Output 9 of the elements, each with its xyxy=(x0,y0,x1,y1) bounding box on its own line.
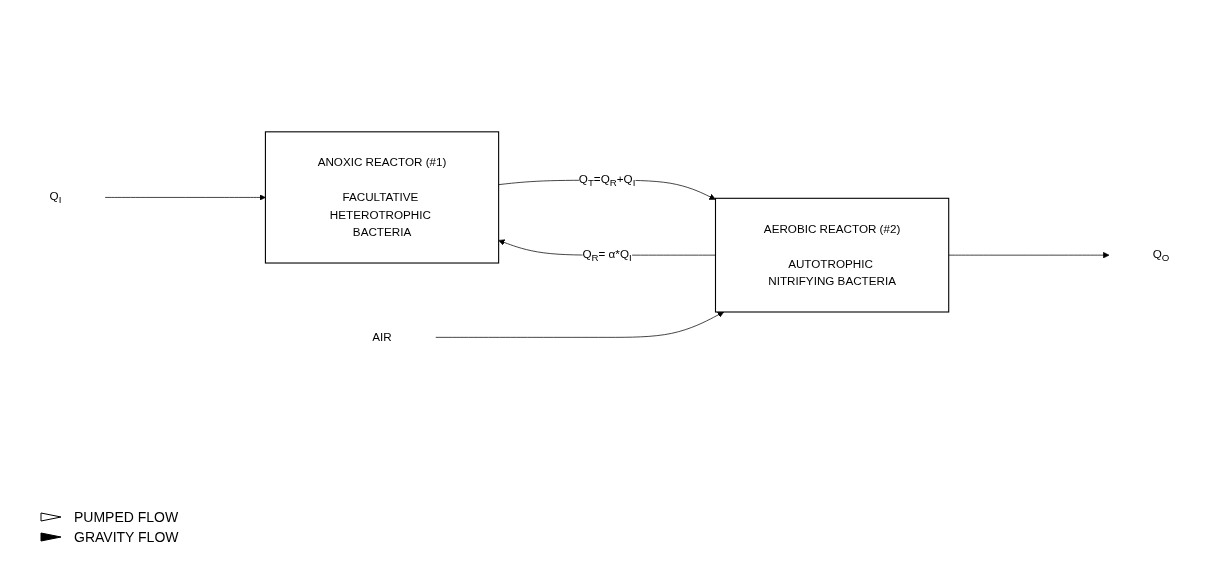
edge-label: Q$_{R}$= α*Q$_{I}$ xyxy=(582,247,632,263)
legend-text: GRAVITY FLOW xyxy=(74,529,179,545)
legend-text: PUMPED FLOW xyxy=(74,509,179,525)
edge-label: Q$_{T}$=Q$_{R}$+Q$_{I}$ xyxy=(578,172,636,188)
node-text: Q$_{O}$ xyxy=(1152,247,1170,263)
node-text: AIR xyxy=(372,330,392,343)
node-text: Q$_{I}$ xyxy=(49,189,62,205)
node-box: ANOXIC REACTOR (#1) FACULTATIVE HETEROTROPHIC BACTERIA xyxy=(264,130,500,264)
node-box: AEROBIC REACTOR (#2) AUTOTROPHIC NITRIFYING BACTERIA xyxy=(714,197,950,313)
